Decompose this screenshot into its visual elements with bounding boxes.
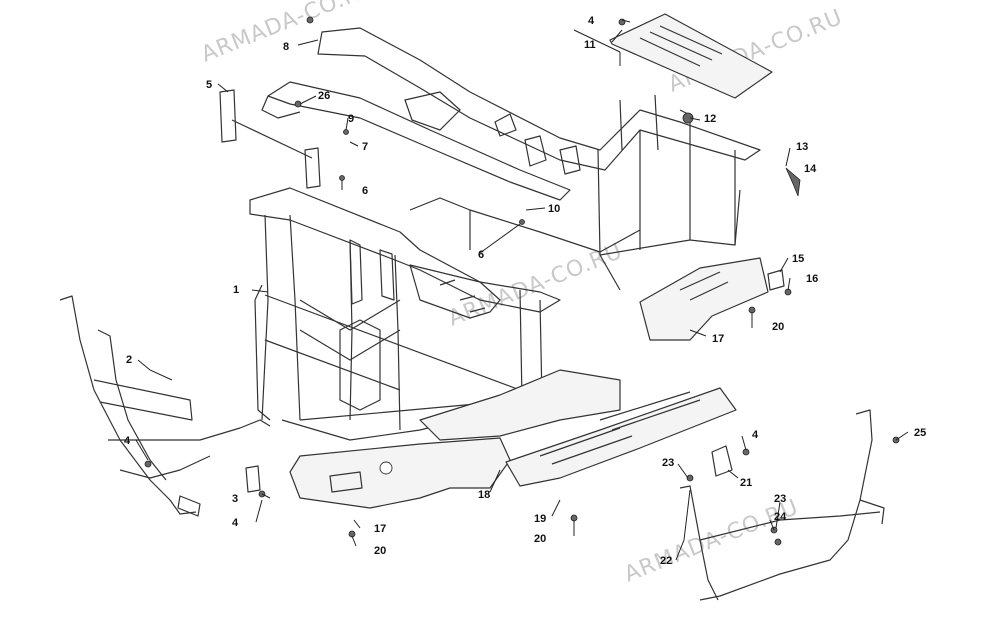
callout-24: 24 — [774, 511, 787, 523]
callout-1: 1 — [233, 284, 239, 296]
callout-7: 7 — [362, 141, 368, 153]
callout-26: 26 — [318, 90, 330, 102]
callout-19: 19 — [534, 513, 546, 525]
vertical-brackets — [219, 89, 785, 493]
callout-18: 18 — [478, 489, 490, 501]
callout-17-front: 17 — [374, 523, 386, 535]
floor-pan-front — [289, 437, 511, 509]
callout-8: 8 — [283, 41, 289, 53]
upper-rear-frame — [261, 27, 761, 291]
callout-11: 11 — [584, 39, 596, 51]
callout-4-front-bumper: 4 — [124, 435, 131, 447]
callout-23-lower: 23 — [774, 493, 786, 505]
callouts: 1 2 3 4 4 4 4 5 6 6 7 8 9 10 11 12 13 14… — [124, 15, 926, 567]
front-bumper-guard — [59, 295, 271, 517]
rear-bumper-guard — [679, 409, 885, 601]
callout-13: 13 — [796, 141, 808, 153]
rear-rack-plate — [609, 13, 773, 99]
callout-14: 14 — [804, 163, 817, 175]
leader-lines — [135, 19, 909, 561]
callout-23-upper: 23 — [662, 457, 674, 469]
callout-3: 3 — [232, 493, 238, 505]
callout-2: 2 — [126, 354, 132, 366]
callout-4-bracket: 4 — [232, 517, 239, 529]
callout-6-lower: 6 — [478, 249, 484, 261]
callout-20-front: 20 — [374, 545, 386, 557]
callout-25: 25 — [914, 427, 926, 439]
floor-pan-rear — [639, 257, 769, 341]
callout-16: 16 — [806, 273, 818, 285]
callout-9: 9 — [348, 113, 354, 125]
callout-22: 22 — [660, 555, 672, 567]
callout-15: 15 — [792, 253, 804, 265]
callout-5: 5 — [206, 79, 212, 91]
callout-10: 10 — [548, 203, 560, 215]
side-pan — [419, 369, 621, 441]
callout-4-rack: 4 — [588, 15, 595, 27]
callout-17-rear: 17 — [712, 333, 724, 345]
callout-20-center: 20 — [534, 533, 546, 545]
floor-pan-center — [505, 387, 737, 487]
watermark-top-left: ARMADA-CO.RU — [198, 0, 379, 68]
callout-6-upper: 6 — [362, 185, 368, 197]
callout-12: 12 — [704, 113, 716, 125]
fasteners — [144, 16, 900, 546]
callout-4-rear-bracket: 4 — [752, 429, 759, 441]
callout-20-rear: 20 — [772, 321, 784, 333]
callout-21: 21 — [740, 477, 752, 489]
